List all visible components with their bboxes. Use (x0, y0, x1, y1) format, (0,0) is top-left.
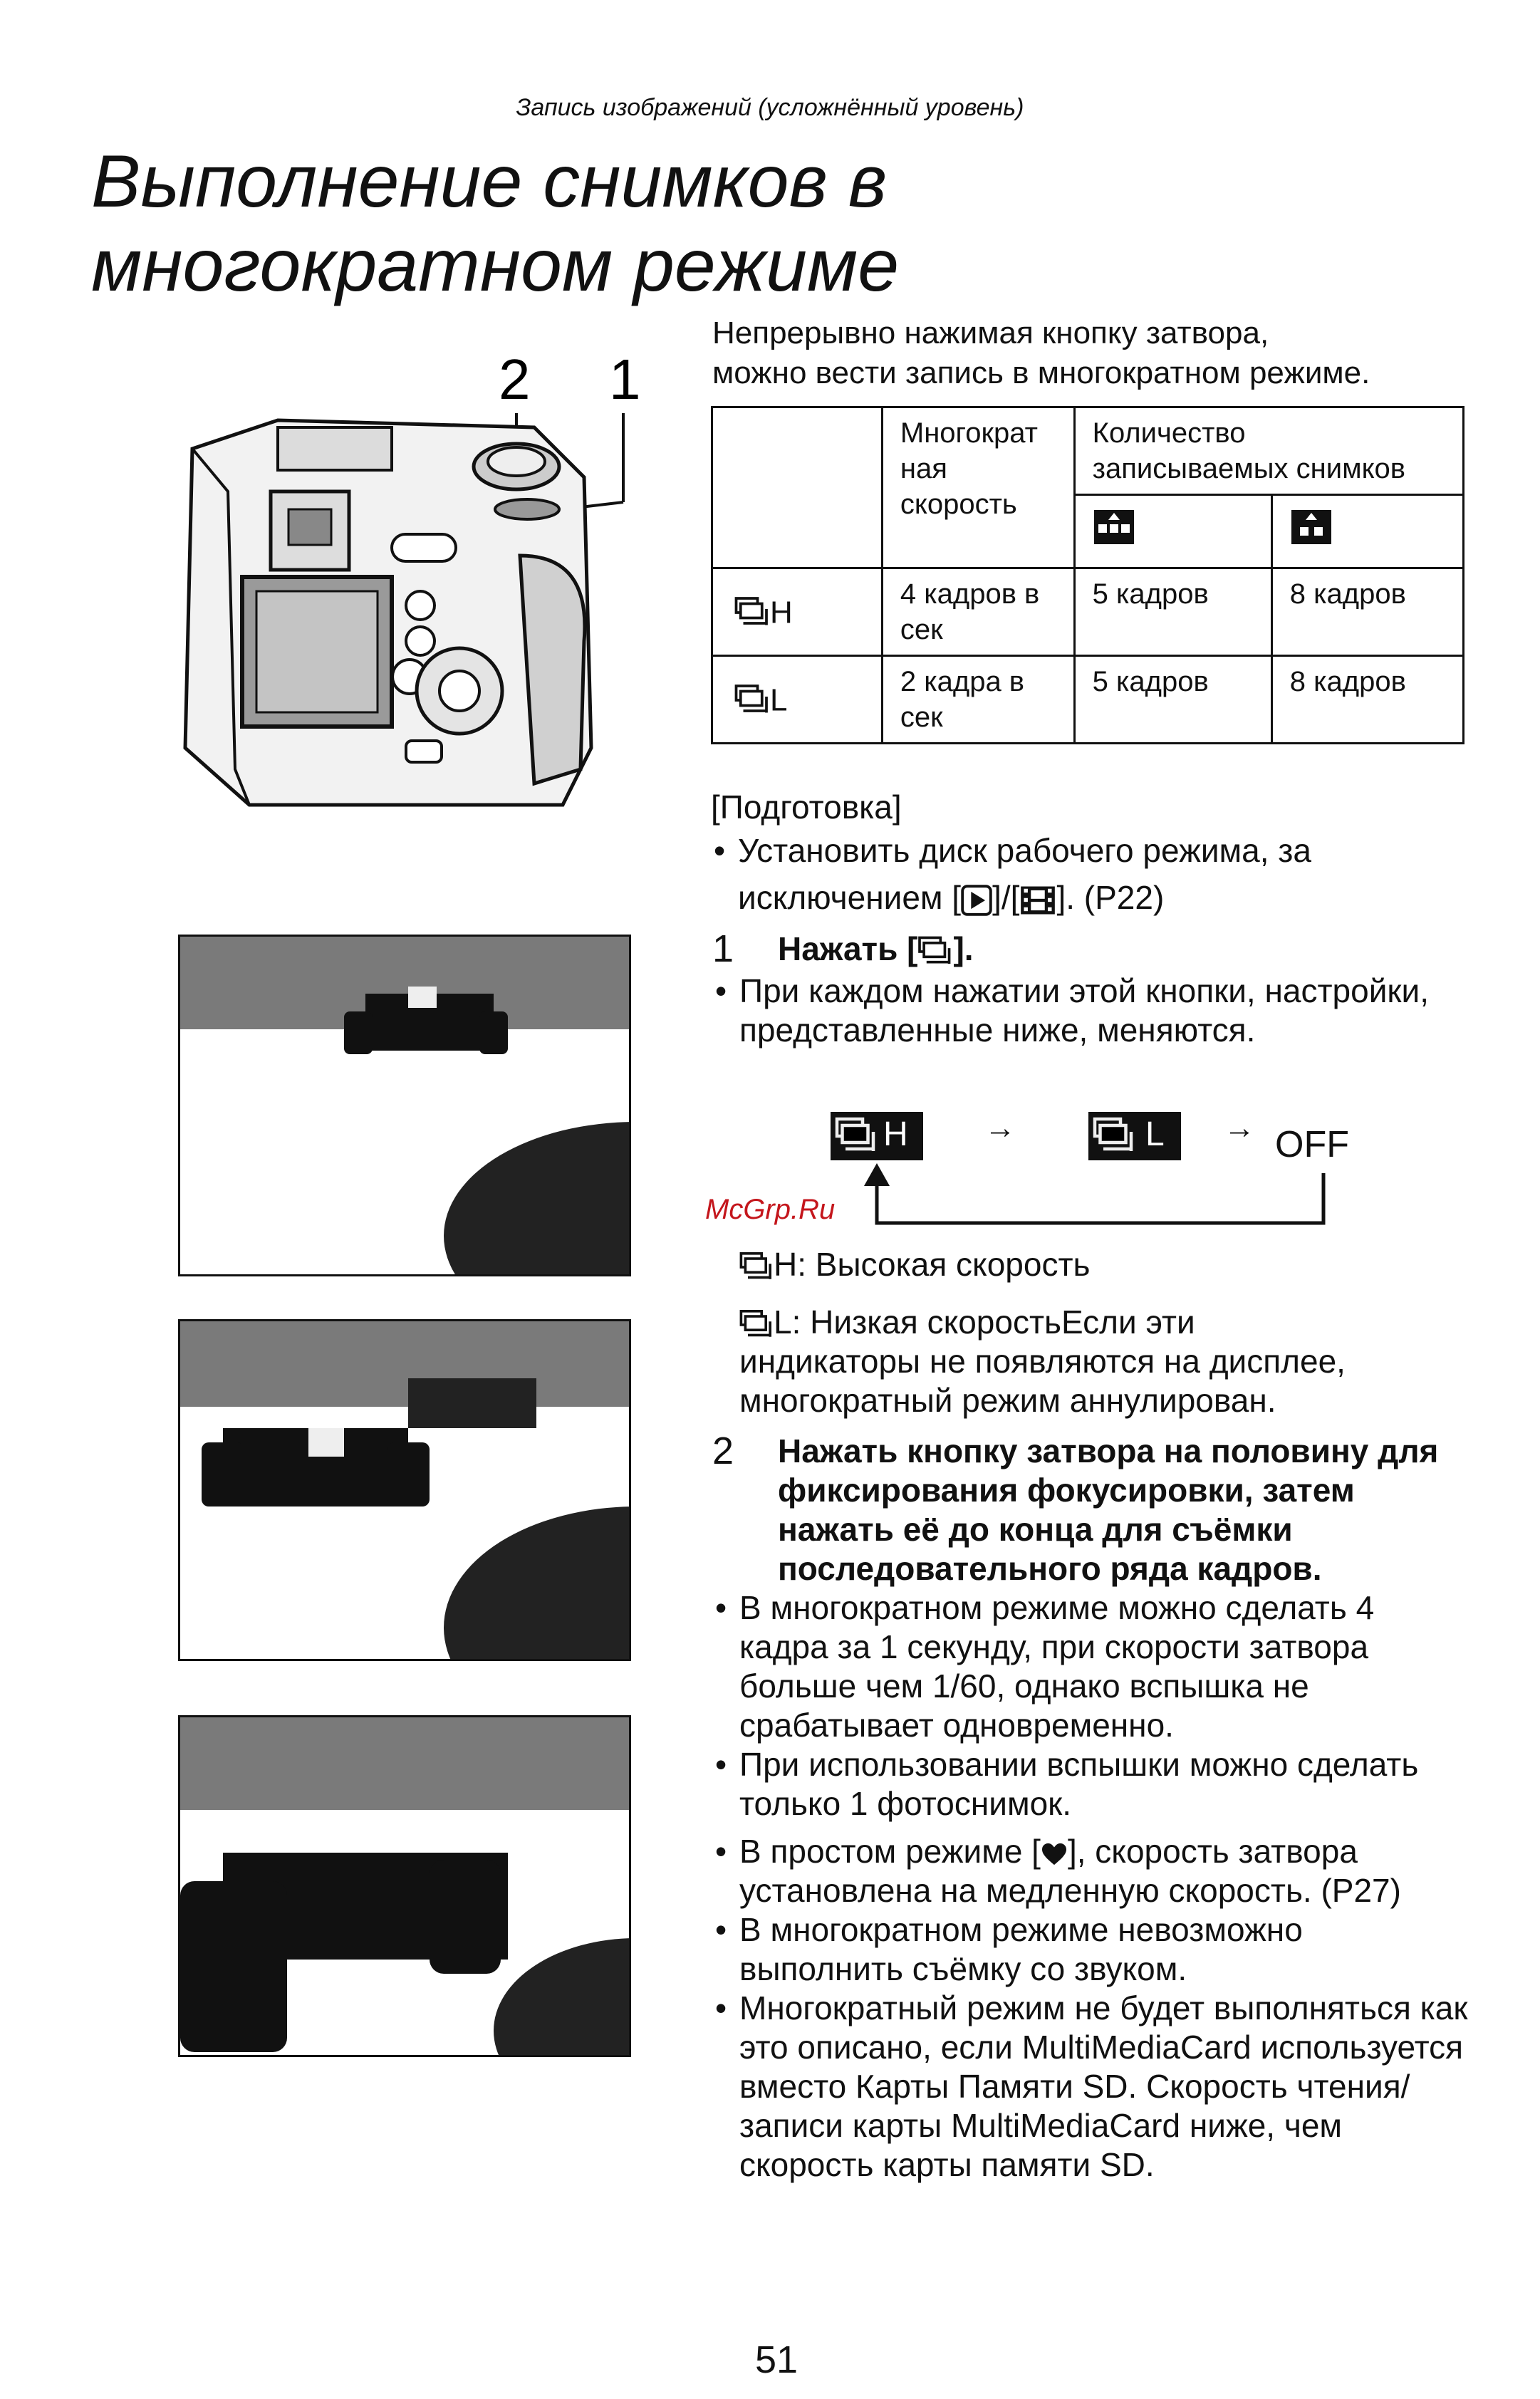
film-icon (1019, 885, 1056, 916)
legend-l-continuation: индикаторы не появляются на дисплее, мно… (739, 1343, 1346, 1419)
cycle-h-letter: H (883, 1115, 908, 1153)
camera-illustration: 2 1 (164, 342, 648, 826)
speed-h-cell: 4 кадров в сек (880, 567, 1076, 657)
cycle-off-label: OFF (1275, 1124, 1349, 1165)
col-speed-header: Многократ ная скорость (880, 406, 1076, 569)
page-title-line2: многократном режиме (91, 224, 900, 307)
race-car-photo-2 (180, 1321, 629, 1659)
step-1-number: 1 (712, 927, 734, 970)
simple-mode-text-2: ], скорость затвора установлена на медле… (739, 1833, 1401, 1909)
section-header: Запись изображений (усложнённый уровень) (516, 94, 1024, 121)
step-2-number: 2 (712, 1430, 734, 1472)
mode-l-cell: L (711, 655, 883, 744)
page-number: 51 (755, 2338, 798, 2381)
burst-spec-table-wrap: Многократ ная скорость Количество записы… (711, 406, 1465, 744)
burst-icon (734, 684, 770, 717)
legend-l-letter: L (774, 1303, 792, 1341)
cycle-return-arrow (864, 1163, 1326, 1225)
step-2-label: Нажать кнопку затвора на половину для фи… (778, 1432, 1439, 1587)
camera-drawing: 2 1 (183, 348, 641, 807)
photo-frame-1 (178, 935, 631, 1276)
legend-l-text: : Низкая скоростьЕсли эти (791, 1303, 1195, 1341)
step-1: 1 Нажать []. При каждом нажатии этой кно… (712, 930, 1467, 1050)
race-car-photo-1 (180, 937, 629, 1274)
prep-text-3: ]. (P22) (1056, 879, 1165, 916)
fine-l-cell: 5 кадров (1073, 655, 1273, 744)
playback-icon (961, 885, 992, 916)
page-title: Выполнение снимков в многократном режиме (91, 140, 899, 308)
table-row: L 2 кадра в сек 5 кадров 8 кадров (711, 655, 1465, 744)
burst-icon (917, 936, 953, 967)
table-header-row: Многократ ная скорость Количество записы… (711, 406, 1465, 569)
preparation-heading: [Подготовка] (711, 789, 902, 826)
table-corner-cell (711, 406, 883, 569)
legend-l: L: Низкая скоростьЕсли эти (739, 1303, 1466, 1342)
preparation-block: [Подготовка] Установить диск рабочего ре… (711, 788, 1466, 921)
photo-frame-2 (178, 1319, 631, 1661)
intro-line2: можно вести запись в многократном режиме… (712, 355, 1370, 390)
prep-text-2: ]/[ (992, 879, 1020, 916)
legend-h: H: Высокая скорость (739, 1245, 1466, 1284)
intro-line1: Непрерывно нажимая кнопку затвора, (712, 316, 1269, 350)
legend-h-text: : Высокая скорость (797, 1246, 1091, 1283)
step-2-bullet-2: При использовании вспышки можно сделать … (712, 1745, 1469, 1823)
standard-quality-icon (1291, 510, 1331, 544)
cycle-h-box: H (831, 1112, 923, 1160)
mode-h-cell: H (711, 567, 883, 657)
photo-frame-3 (178, 1715, 631, 2057)
intro-text: Непрерывно нажимая кнопку затвора, можно… (712, 313, 1496, 393)
preparation-bullet: Установить диск рабочего режима, за искл… (711, 827, 1466, 921)
legend-h-letter: H (774, 1246, 798, 1283)
cycle-arrow-1: → (984, 1110, 1016, 1145)
heart-icon (1041, 1842, 1068, 1866)
burst-icon (734, 596, 770, 629)
step-1-label-end: ]. (953, 930, 974, 967)
step-2-bullet-3: В простом режиме [], скорость затвора ус… (712, 1832, 1469, 1910)
step-2-bullet-4: В многократном режиме невозможно выполни… (712, 1910, 1469, 1989)
cycle-l-box: L (1088, 1112, 1181, 1160)
fine-h-cell: 5 кадров (1073, 567, 1273, 657)
standard-l-cell: 8 кадров (1270, 655, 1465, 744)
col-count-header: Количество записываемых снимков (1073, 406, 1465, 496)
watermark: McGrp.Ru (705, 1194, 836, 1225)
step-1-label-start: Нажать [ (778, 930, 918, 967)
speed-l-cell: 2 кадра в сек (880, 655, 1076, 744)
step-1-label: Нажать []. (778, 930, 1467, 969)
mode-l-label: L (770, 682, 788, 718)
step-2-bullet-5: Многократный режим не будет выполняться … (712, 1989, 1469, 2185)
burst-icon (739, 1309, 774, 1341)
step-2: 2 Нажать кнопку затвора на половину для … (712, 1432, 1469, 2185)
burst-icon (739, 1251, 774, 1283)
mode-h-label: H (770, 595, 793, 630)
step-2-bullet-1: В многократном режиме можно сделать 4 ка… (712, 1588, 1469, 1745)
table-row: H 4 кадров в сек 5 кадров 8 кадров (711, 567, 1465, 657)
mode-cycle-diagram: H → L → OFF (712, 1108, 1425, 1229)
standard-quality-cell (1270, 494, 1465, 569)
callout-2: 2 (499, 348, 531, 411)
cycle-l-letter: L (1145, 1115, 1165, 1153)
prep-text-1: Установить диск рабочего режима, за искл… (738, 832, 1311, 916)
cycle-arrow-2: → (1224, 1110, 1255, 1145)
race-car-photo-3 (180, 1717, 629, 2055)
fine-quality-cell (1073, 494, 1273, 569)
standard-h-cell: 8 кадров (1270, 567, 1465, 657)
page-title-line1: Выполнение снимков в (91, 140, 887, 223)
mode-legend: H: Высокая скорость L: Низкая скоростьЕс… (739, 1245, 1466, 1420)
burst-spec-table: Многократ ная скорость Количество записы… (711, 406, 1465, 744)
fine-quality-icon (1093, 510, 1134, 544)
table-quality-row (712, 494, 1465, 569)
step-1-bullet: При каждом нажатии этой кнопки, настройк… (712, 972, 1467, 1050)
simple-mode-text-1: В простом режиме [ (739, 1833, 1041, 1870)
callout-1: 1 (609, 348, 641, 411)
